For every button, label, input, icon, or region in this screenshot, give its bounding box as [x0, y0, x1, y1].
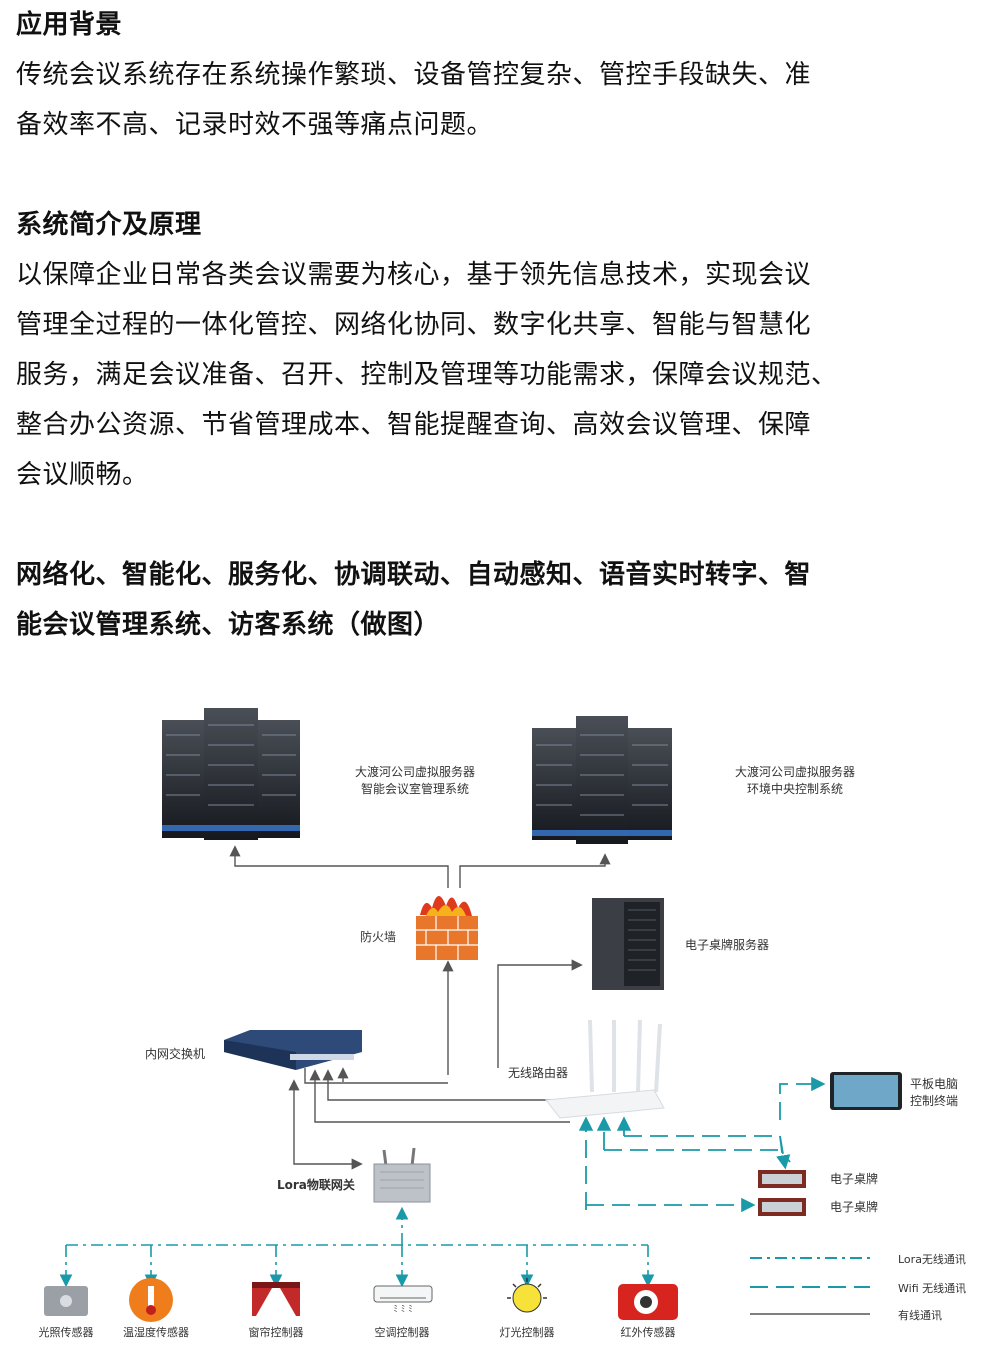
- nameplate-server-label: 电子桌牌服务器: [685, 938, 770, 952]
- heading-background: 应用背景: [16, 10, 123, 40]
- heading-features-line2: 能会议管理系统、访客系统（做图）: [16, 610, 441, 640]
- diagram-connections: ﾐ ﾐ ﾐ: [44, 708, 902, 1322]
- sensor-label-aircon: 空调控制器: [374, 1326, 430, 1339]
- paragraph-intro-line5: 会议顺畅。: [16, 460, 149, 490]
- heading-features-line1: 网络化、智能化、服务化、协调联动、自动感知、语音实时转字、智: [16, 560, 812, 590]
- heading-introduction: 系统简介及原理: [16, 210, 202, 240]
- cabinet-server-icon: [592, 898, 664, 990]
- air-conditioner-controller-icon: ﾐ ﾐ ﾐ: [373, 1285, 433, 1315]
- paragraph-intro-line2: 管理全过程的一体化管控、网络化协同、数字化共享、智能与智慧化: [16, 310, 812, 340]
- tablet-label: 平板电脑 控制终端: [910, 1075, 958, 1109]
- sensor-label-lighting: 灯光控制器: [499, 1326, 555, 1339]
- paragraph-intro-line4: 整合办公资源、节省管理成本、智能提醒查询、高效会议管理、保障: [16, 410, 812, 440]
- lora-gateway-label: Lora物联网关: [277, 1178, 355, 1192]
- router-label: 无线路由器: [508, 1066, 569, 1080]
- server-cluster-left-icon: [162, 708, 300, 840]
- svg-text:ﾐ ﾐ ﾐ: ﾐ ﾐ ﾐ: [393, 1305, 412, 1315]
- server-left-label-line2: 智能会议室管理系统: [360, 782, 469, 796]
- sensor-label-infrared: 红外传感器: [620, 1326, 676, 1339]
- infrared-sensor-icon: [618, 1284, 678, 1320]
- lora-links: [59, 1206, 655, 1288]
- server-right-label: 大渡河公司虚拟服务器 环境中央控制系统: [710, 763, 880, 797]
- network-switch-icon: [224, 1030, 362, 1070]
- paragraph-background-line1: 传统会议系统存在系统操作繁琐、设备管控复杂、管控手段缺失、准: [16, 60, 812, 90]
- server-left-label: 大渡河公司虚拟服务器 智能会议室管理系统: [330, 763, 500, 797]
- legend-wifi-label: Wifi 无线通讯: [898, 1282, 967, 1295]
- curtain-controller-icon: [252, 1282, 300, 1316]
- sensor-label-temperature: 温湿度传感器: [123, 1326, 189, 1339]
- paragraph-intro-line1: 以保障企业日常各类会议需要为核心，基于领先信息技术，实现会议: [16, 260, 812, 290]
- paragraph-background-line2: 备效率不高、记录时效不强等痛点问题。: [16, 110, 494, 140]
- firewall-icon: [416, 895, 478, 960]
- firewall-label: 防火墙: [360, 930, 397, 944]
- tablet-icon: [830, 1072, 902, 1110]
- switch-label: 内网交换机: [145, 1047, 206, 1061]
- paragraph-intro-line3: 服务，满足会议准备、召开、控制及管理等功能需求，保障会议规范、: [16, 360, 838, 390]
- wired-links: [229, 845, 611, 1170]
- nameplate-label-2: 电子桌牌: [830, 1200, 879, 1214]
- nameplate-label-1: 电子桌牌: [830, 1172, 879, 1186]
- server-cluster-right-icon: [532, 716, 672, 844]
- server-left-label-line1: 大渡河公司虚拟服务器: [354, 765, 475, 779]
- wifi-links: [578, 1076, 826, 1213]
- light-sensor-icon: [44, 1286, 88, 1316]
- lora-gateway-icon: [373, 1147, 431, 1203]
- light-controller-icon: [507, 1278, 547, 1313]
- nameplate-icons: [758, 1170, 806, 1216]
- server-right-label-line1: 大渡河公司虚拟服务器: [734, 765, 855, 779]
- server-right-label-line2: 环境中央控制系统: [746, 782, 843, 796]
- sensor-label-light: 光照传感器: [38, 1326, 94, 1339]
- network-diagram: ﾐ ﾐ ﾐ 大渡河公司虚拟服务器 智能会议室管理系统 大渡河公司虚拟服务器 环境…: [0, 680, 985, 1354]
- legend-wired-label: 有线通讯: [898, 1309, 942, 1322]
- thermometer-sensor-icon: [129, 1278, 173, 1322]
- wireless-router-icon: [545, 1019, 665, 1119]
- tablet-label-line2: 控制终端: [910, 1094, 959, 1108]
- sensor-label-curtain: 窗帘控制器: [248, 1326, 304, 1339]
- legend-lora-label: Lora无线通讯: [898, 1253, 966, 1266]
- legend-lines: [750, 1257, 870, 1315]
- tablet-label-line1: 平板电脑: [910, 1077, 959, 1091]
